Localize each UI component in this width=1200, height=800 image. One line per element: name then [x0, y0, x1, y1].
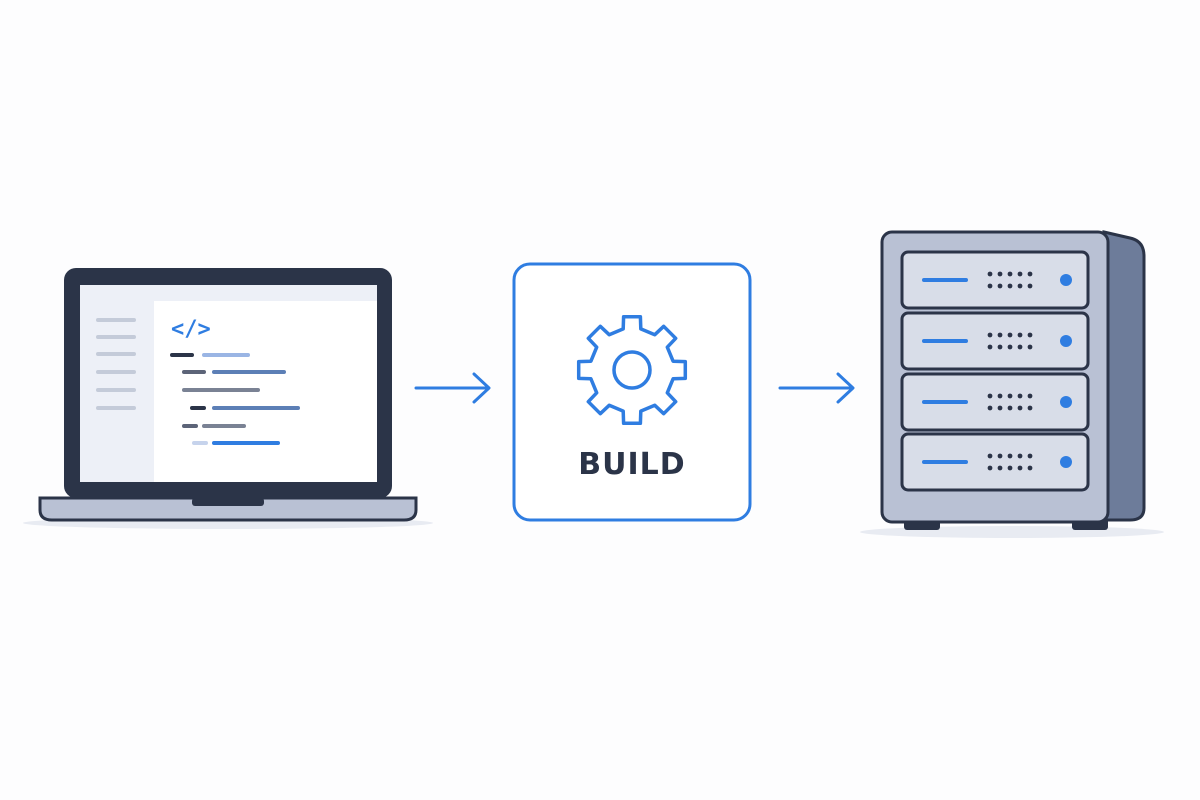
- gear-icon: [576, 314, 688, 426]
- server-status-light: [1060, 274, 1072, 286]
- vent-dot: [1007, 465, 1013, 471]
- vent-dot: [1007, 453, 1013, 459]
- build-step-box: BUILD: [512, 262, 752, 522]
- vent-dot: [987, 465, 993, 471]
- vent-dot: [987, 453, 993, 459]
- server-unit-vents: [987, 271, 1033, 289]
- server-unit-panel: [900, 432, 1090, 492]
- vent-dot: [997, 283, 1003, 289]
- server-unit-vents: [987, 453, 1033, 471]
- server-unit-panel: [900, 250, 1090, 310]
- code-symbol: </>: [171, 317, 211, 342]
- server-status-light: [1060, 335, 1072, 347]
- server-unit: [900, 432, 1090, 492]
- vent-dot: [1007, 283, 1013, 289]
- vent-dot: [1017, 465, 1023, 471]
- vent-dot: [1007, 332, 1013, 338]
- screen-title-bar: [80, 285, 377, 301]
- build-box-border: [512, 262, 752, 522]
- arrow-build-to-server: [778, 372, 855, 404]
- laptop-icon: </>: [23, 268, 433, 529]
- vent-dot: [1027, 271, 1033, 277]
- vent-dot: [1007, 271, 1013, 277]
- vent-dot: [1017, 393, 1023, 399]
- server-unit-vents: [987, 393, 1033, 411]
- server-unit-panel: [900, 311, 1090, 371]
- server-unit: [900, 311, 1090, 371]
- server-unit: [900, 250, 1090, 310]
- vent-dot: [1027, 283, 1033, 289]
- server-units: [900, 250, 1090, 492]
- vent-dot: [987, 405, 993, 411]
- vent-dot: [997, 465, 1003, 471]
- server-rack-icon: [860, 230, 1164, 538]
- vent-dot: [987, 283, 993, 289]
- vent-dot: [1007, 344, 1013, 350]
- build-label: BUILD: [578, 447, 685, 482]
- vent-dot: [987, 393, 993, 399]
- code-lines: [170, 353, 300, 445]
- server-unit-vents: [987, 332, 1033, 350]
- server-unit: [900, 372, 1090, 432]
- vent-dot: [997, 393, 1003, 399]
- vent-dot: [997, 405, 1003, 411]
- vent-dot: [1027, 405, 1033, 411]
- arrow-laptop-to-build: [414, 372, 491, 404]
- server-side-panel: [1102, 230, 1146, 522]
- vent-dot: [1017, 283, 1023, 289]
- vent-dot: [997, 271, 1003, 277]
- vent-dot: [987, 344, 993, 350]
- vent-dot: [1007, 393, 1013, 399]
- vent-dot: [1027, 344, 1033, 350]
- server-unit-panel: [900, 372, 1090, 432]
- vent-dot: [1027, 393, 1033, 399]
- server-status-light: [1060, 456, 1072, 468]
- vent-dot: [997, 332, 1003, 338]
- vent-dot: [1007, 405, 1013, 411]
- vent-dot: [1017, 271, 1023, 277]
- vent-dot: [997, 344, 1003, 350]
- vent-dot: [987, 271, 993, 277]
- vent-dot: [1017, 405, 1023, 411]
- gear-hole: [612, 350, 652, 390]
- sidebar-lines: [96, 318, 136, 410]
- laptop-base: [38, 496, 418, 522]
- vent-dot: [1027, 465, 1033, 471]
- vent-dot: [1017, 453, 1023, 459]
- vent-dot: [1017, 332, 1023, 338]
- vent-dot: [987, 332, 993, 338]
- vent-dot: [1027, 332, 1033, 338]
- vent-dot: [1017, 344, 1023, 350]
- laptop-notch: [192, 498, 264, 506]
- vent-dot: [1027, 453, 1033, 459]
- server-status-light: [1060, 396, 1072, 408]
- gear-outline: [576, 314, 688, 426]
- vent-dot: [997, 453, 1003, 459]
